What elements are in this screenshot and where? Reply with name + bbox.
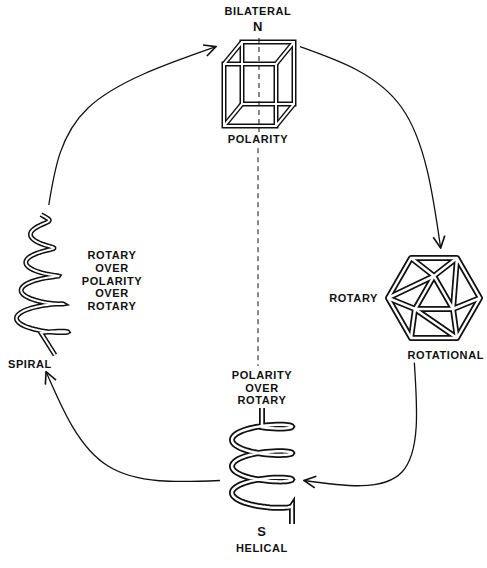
cube-figure xyxy=(216,36,300,132)
axis-line xyxy=(258,148,259,366)
cycle-arrow xyxy=(300,47,441,248)
figure-row: ROTARY OVER POLARITY OVER ROTARY xyxy=(8,205,144,357)
figure-label: S xyxy=(257,524,266,541)
figure-label: POLARITY xyxy=(228,132,288,147)
figure-row xyxy=(216,36,300,132)
figure-label: ROTARY OVER POLARITY OVER ROTARY xyxy=(80,248,144,313)
figure-row: N xyxy=(253,19,263,36)
figure-label: HELICAL xyxy=(236,541,288,556)
figure-label: SPIRAL xyxy=(8,357,52,372)
icosahedron-figure xyxy=(384,248,484,348)
figure-row: S xyxy=(257,524,266,541)
figure-label: ROTATIONAL xyxy=(408,348,484,363)
figure-label: N xyxy=(253,19,263,36)
figure-node: ROTARY OVER POLARITY OVER ROTARY SPIRAL xyxy=(8,205,144,372)
figure-node: BILATERALN POLARITY xyxy=(216,4,300,146)
cycle-arrow xyxy=(304,363,417,486)
figure-label: BILATERAL xyxy=(225,4,292,19)
figure-node: ROTARY ROTATIONAL xyxy=(329,248,484,363)
helix-figure xyxy=(220,408,304,524)
figure-row: POLARITY OVER ROTARY xyxy=(226,368,298,408)
figure-label: ROTARY xyxy=(329,291,378,306)
spiral-figure xyxy=(8,205,74,357)
figure-row: POLARITY xyxy=(228,132,288,147)
figure-node: POLARITY OVER ROTARY SHELICAL xyxy=(220,368,304,556)
cycle-arrow xyxy=(49,47,216,205)
figure-row xyxy=(220,408,304,524)
figure-row: SPIRAL xyxy=(8,357,52,372)
figure-label: POLARITY OVER ROTARY xyxy=(226,368,298,408)
figure-row: HELICAL xyxy=(236,541,288,556)
figure-row: BILATERAL xyxy=(225,4,292,19)
cycle-arrow xyxy=(46,372,220,482)
figure-row: ROTATIONAL xyxy=(408,348,484,363)
figure-row: ROTARY xyxy=(329,248,484,348)
